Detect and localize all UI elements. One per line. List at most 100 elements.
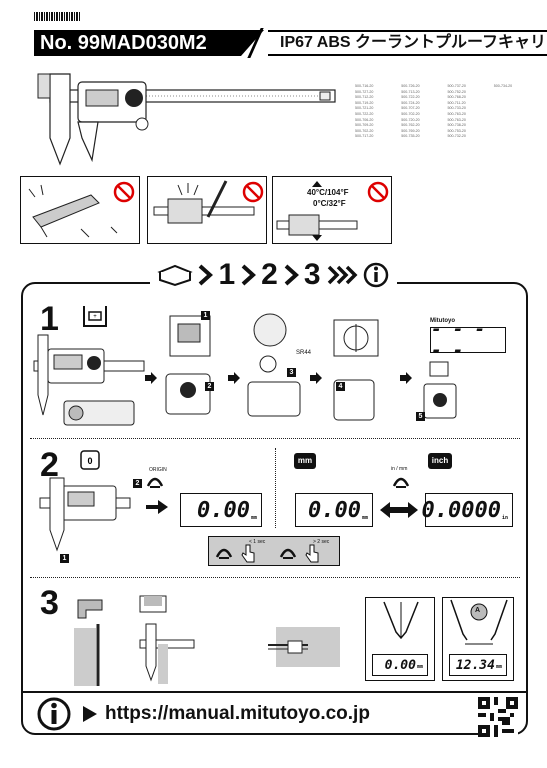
model-code: 500-702-20 — [401, 111, 420, 116]
model-number: No. 99MAD030M2 — [34, 30, 264, 56]
short-press-label: < 1 sec — [249, 539, 266, 545]
qr-code[interactable] — [478, 697, 518, 737]
press-button-icon — [392, 477, 410, 488]
footer-row: https://manual.mitutoyo.co.jp — [21, 691, 528, 735]
model-code: 500-722-20 — [355, 111, 374, 116]
triple-chevron-icon — [327, 265, 358, 285]
jaw-label: 1 — [60, 554, 69, 563]
finger-tap-icon — [241, 544, 255, 563]
chevron-right-icon — [241, 264, 257, 286]
caliper-with-battery — [33, 334, 145, 426]
steps-header: 1 2 3 — [0, 258, 547, 296]
model-code: 500-716-20 — [355, 84, 374, 88]
step1-label-3: 3 — [287, 368, 296, 377]
caliper-final — [423, 361, 457, 419]
warning-temperature: 40°C/104°F 0°C/32°F — [272, 176, 392, 244]
model-code: 500-709-20 — [355, 123, 374, 128]
model-code: 500-724-20 — [401, 100, 420, 105]
step-3-label: 3 — [303, 258, 321, 291]
origin-label: ORIGIN — [149, 467, 167, 473]
temp-high: 40°C/104°F — [307, 188, 349, 197]
divider-1 — [30, 438, 520, 439]
double-arrow-icon — [380, 502, 418, 518]
step1-arrow-1 — [145, 372, 157, 384]
finger-tap-icon — [305, 544, 319, 563]
arrow-right-icon — [146, 500, 168, 514]
origin-step-label: 2 — [133, 479, 142, 488]
lcd-dashes-text: - - - - - — [431, 319, 486, 361]
play-arrow-icon — [83, 706, 97, 722]
long-press-label: > 2 sec — [313, 539, 330, 545]
model-code: 500-717-20 — [355, 134, 374, 139]
box-icon — [157, 264, 194, 287]
divider-2 — [30, 577, 520, 578]
inch-badge: inch — [428, 453, 452, 469]
model-code: 500-707-20 — [401, 106, 420, 111]
unit-toggle-label: in / mm — [391, 466, 408, 472]
lcd-mm-unit: mm — [361, 515, 368, 521]
barcode — [34, 12, 80, 21]
model-code: 500-727-20 — [355, 89, 374, 94]
prohibited-icon — [113, 181, 135, 203]
caliper-closed-jaws — [39, 477, 131, 552]
model-code: 500-752-20 — [447, 89, 466, 94]
step-1-label: 1 — [218, 258, 236, 291]
model-code: 500-737-20 — [447, 84, 466, 88]
model-code: 500-719-20 — [355, 100, 374, 105]
model-code: 500-720-20 — [401, 117, 420, 122]
model-code: 500-706-20 — [355, 117, 374, 122]
model-code — [494, 134, 540, 140]
chevron-right-icon — [284, 264, 299, 286]
battery-cover-open — [165, 315, 211, 415]
lcd-step3-value-text: 12.34 — [455, 657, 495, 673]
step1-arrow-3 — [310, 372, 322, 384]
battery-insert — [247, 313, 301, 417]
model-code: 500-702-20 — [355, 128, 374, 133]
chevron-right-icon — [199, 264, 214, 286]
manual-url-link[interactable]: https://manual.mitutoyo.co.jp — [105, 703, 370, 724]
product-subtitle: IP67 ABS クーラントプルーフキャリ — [268, 30, 547, 56]
model-code: 500-753-20 — [447, 128, 466, 133]
step1-label-1: 1 — [201, 311, 210, 320]
lcd-zero-unit: mm — [250, 515, 257, 521]
lcd-zero-value: 0.00 — [196, 497, 250, 523]
press-button-icon — [146, 477, 164, 488]
step-3-number: 3 — [40, 584, 59, 622]
prohibited-icon — [367, 181, 389, 203]
model-code: 500-726-20 — [401, 84, 420, 88]
point-a-label: A — [475, 607, 481, 614]
lcd-mm-value: 0.00 — [307, 497, 361, 523]
battery-cover-close — [333, 319, 379, 421]
model-code: 500-769-20 — [401, 128, 420, 133]
press-button-icon — [279, 548, 297, 559]
svg-text:0: 0 — [87, 456, 92, 466]
model-code: 500-763-20 — [447, 117, 466, 122]
lcd-step3-value-unit: mm — [495, 664, 502, 670]
warning-no-drop — [20, 176, 140, 244]
lcd-inch-unit: in — [501, 515, 508, 521]
depth-rod-illustration — [268, 627, 340, 667]
step1-label-5: 5 — [416, 412, 425, 421]
caliper-illustration — [37, 73, 336, 166]
temp-low: 0°C/32°F — [313, 199, 346, 208]
model-code: 500-762-20 — [401, 123, 420, 128]
model-code: 500-722-20 — [401, 95, 420, 100]
measure-outside-illustration — [74, 595, 195, 686]
step-2-label: 2 — [261, 258, 278, 291]
origin-button-icon: 0 — [80, 450, 100, 470]
model-code: 500-713-20 — [401, 89, 420, 94]
model-code: 500-735-20 — [401, 134, 420, 139]
battery-type: SR44 — [296, 350, 312, 356]
press-button-icon — [215, 548, 233, 559]
lcd-inch-value: 0.0000 — [421, 497, 501, 523]
brand-label: Mitutoyo — [430, 318, 455, 324]
